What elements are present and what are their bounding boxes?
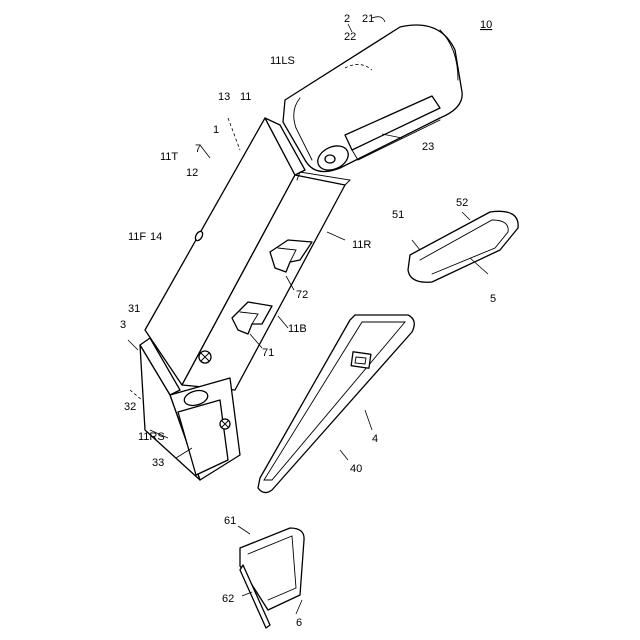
label-11LS: 11LS — [270, 55, 295, 67]
label-5: 5 — [490, 293, 496, 305]
upper-side-cap — [283, 25, 462, 175]
label-32: 32 — [124, 401, 136, 413]
label-7: 7 — [195, 143, 201, 155]
label-3: 3 — [120, 319, 126, 331]
label-61: 61 — [224, 515, 236, 527]
label-51: 51 — [392, 209, 404, 221]
label-12: 12 — [186, 167, 198, 179]
label-4: 4 — [372, 433, 378, 445]
clip-part-5 — [408, 211, 518, 282]
label-72: 72 — [296, 289, 308, 301]
label-23: 23 — [422, 141, 434, 153]
label-22: 22 — [344, 31, 356, 43]
label-71: 71 — [262, 347, 274, 359]
label-11R: 11R — [352, 239, 371, 251]
figure-number: 10 — [480, 19, 492, 31]
label-11: 11 — [240, 91, 251, 103]
label-31: 31 — [128, 303, 140, 315]
label-52: 52 — [456, 197, 468, 209]
label-11RS: 11RS — [138, 431, 165, 443]
label-62: 62 — [222, 593, 234, 605]
label-2: 2 — [344, 13, 350, 25]
label-21: 21 — [362, 13, 374, 25]
label-11F: 11F — [128, 231, 146, 243]
cover-plate — [258, 315, 414, 493]
clip-part-6 — [240, 528, 304, 628]
label-13: 13 — [218, 91, 230, 103]
label-1: 1 — [213, 124, 219, 136]
label-40: 40 — [350, 463, 362, 475]
label-14: 14 — [150, 231, 162, 243]
label-11B: 11B — [288, 323, 307, 335]
label-6: 6 — [296, 617, 302, 629]
label-33: 33 — [152, 457, 164, 469]
label-11T: 11T — [160, 151, 178, 163]
